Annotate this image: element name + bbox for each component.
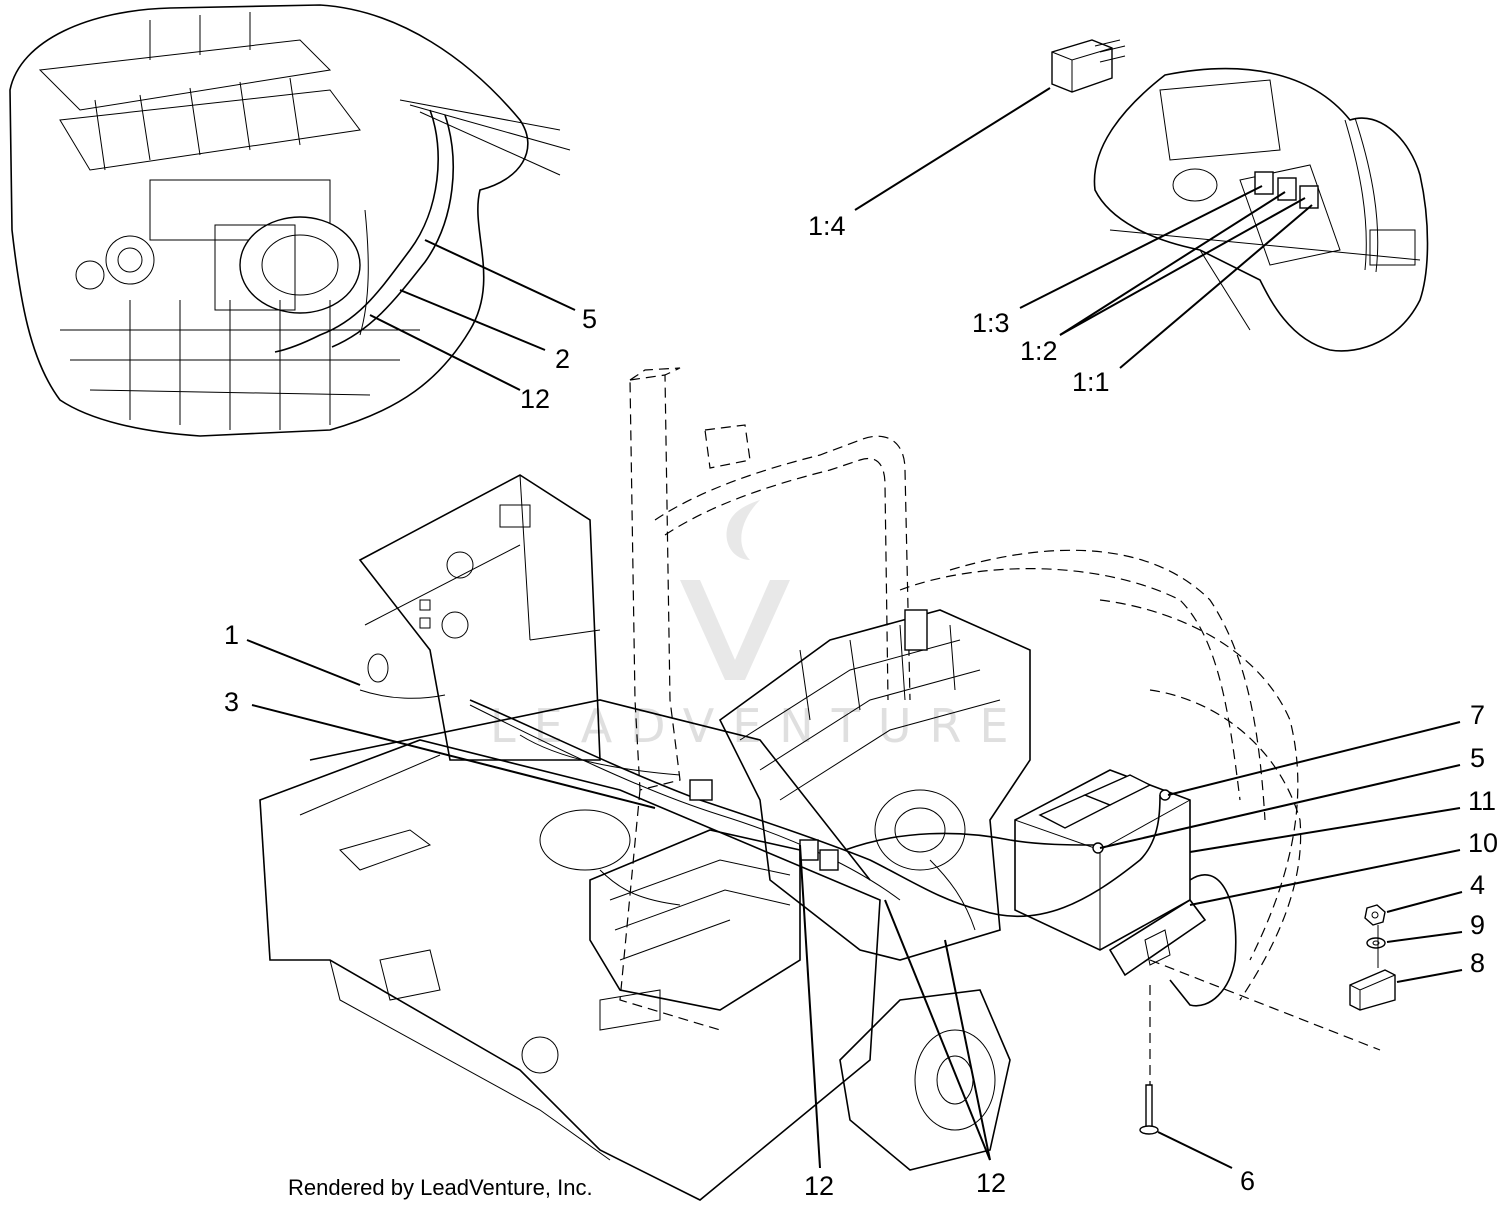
callout-12-left: 12: [804, 1171, 834, 1201]
relay-inset-illustration: [1093, 67, 1429, 352]
callout-7: 7: [1470, 700, 1485, 730]
watermark-text: LEADVENTURE: [490, 699, 1027, 753]
callout-5: 5: [1470, 743, 1485, 773]
callout-6: 6: [1240, 1166, 1255, 1196]
callout-8: 8: [1470, 948, 1485, 978]
callout-10: 10: [1468, 828, 1498, 858]
render-credit: Rendered by LeadVenture, Inc.: [288, 1175, 593, 1200]
callout-3: 3: [224, 687, 239, 717]
clamp-part: [1349, 925, 1396, 1011]
watermark: LEADVENTURE: [490, 500, 1027, 753]
callouts: 1:4 1:3 1:2 1:1 5 2 12 1 3 7 5 11 10 4 9…: [224, 211, 1498, 1201]
callout-1-3: 1:3: [972, 308, 1010, 338]
callout-1-4: 1:4: [808, 211, 846, 241]
callout-12-right: 12: [976, 1168, 1006, 1198]
callout-4: 4: [1470, 870, 1485, 900]
relay-part: [1051, 39, 1126, 93]
leader-lines: [246, 87, 1463, 1169]
callout-2: 2: [555, 344, 570, 374]
callout-11: 11: [1468, 786, 1496, 816]
callout-9: 9: [1470, 910, 1485, 940]
callout-1: 1: [224, 620, 239, 650]
nut-part: [1364, 904, 1386, 926]
callout-1-2: 1:2: [1020, 336, 1058, 366]
bolt-part: [1139, 1084, 1159, 1135]
main-assembly-illustration: [259, 367, 1381, 1201]
callout-1-1: 1:1: [1072, 367, 1110, 397]
engine-inset-illustration: [9, 4, 571, 437]
washer-part: [1366, 937, 1386, 949]
callout-5-inset: 5: [582, 304, 597, 334]
callout-12-inset: 12: [520, 384, 550, 414]
